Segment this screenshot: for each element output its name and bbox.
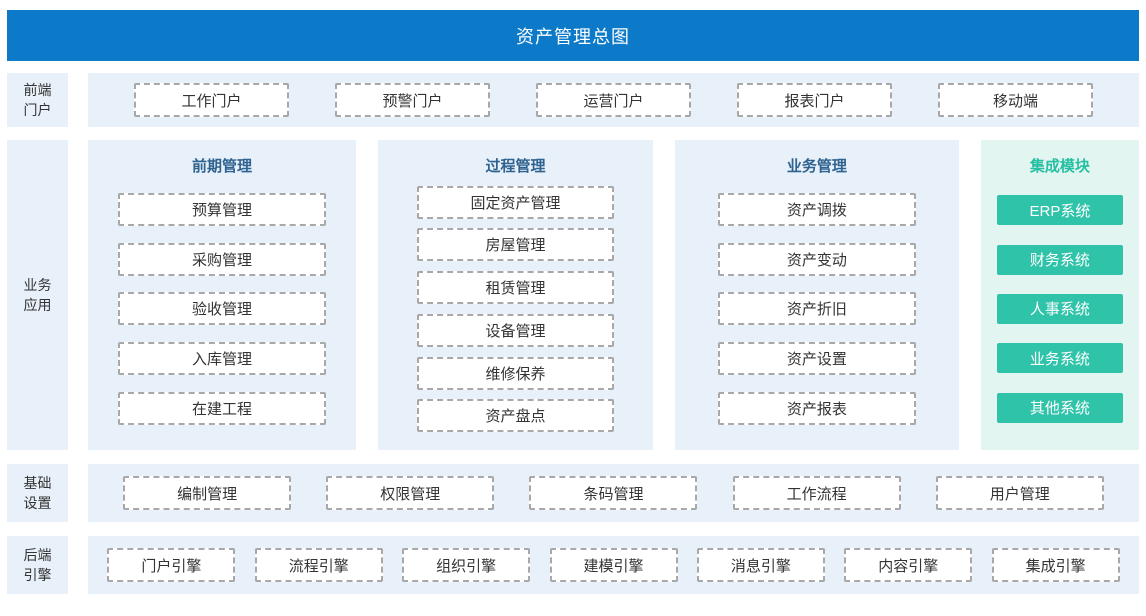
module-box[interactable]: 资产折旧 [717, 292, 916, 326]
business-apps-row-label: 业务应用 [7, 140, 68, 450]
module-box[interactable]: 设备管理 [417, 313, 614, 347]
integration-system-button[interactable]: 业务系统 [996, 343, 1123, 374]
setting-box[interactable]: 条码管理 [529, 476, 698, 510]
module-box[interactable]: 采购管理 [118, 242, 327, 276]
engine-box[interactable]: 门户引擎 [107, 548, 236, 582]
business-apps-columns: 前期管理 预算管理 采购管理 验收管理 入库管理 在建工程 过程管 [88, 140, 1139, 450]
backend-engines-row-label: 后端引擎 [7, 536, 68, 594]
integration-system-button[interactable]: 人事系统 [996, 293, 1123, 324]
setting-box[interactable]: 用户管理 [935, 476, 1104, 510]
column-business-management: 业务管理 资产调拨 资产变动 资产折旧 资产设置 资产报表 [674, 140, 959, 450]
basic-settings-label-text: 基础设置 [23, 474, 52, 511]
setting-box[interactable]: 权限管理 [326, 476, 495, 510]
title-banner: 资产管理总图 [7, 10, 1139, 61]
module-box[interactable]: 资产调拨 [717, 192, 916, 226]
module-box[interactable]: 资产报表 [717, 392, 916, 426]
portal-box[interactable]: 报表门户 [737, 83, 892, 117]
module-box[interactable]: 验收管理 [118, 292, 327, 326]
module-box[interactable]: 维修保养 [417, 356, 614, 390]
frontend-portal-label-text: 前端门户 [23, 81, 52, 118]
setting-box[interactable]: 编制管理 [123, 476, 292, 510]
module-box[interactable]: 租赁管理 [417, 271, 614, 305]
module-box[interactable]: 在建工程 [118, 392, 327, 426]
module-box[interactable]: 资产设置 [717, 342, 916, 376]
basic-settings-row-label: 基础设置 [7, 464, 68, 522]
engine-box[interactable]: 集成引擎 [991, 548, 1120, 582]
backend-engines-label-text: 后端引擎 [23, 546, 52, 583]
module-box[interactable]: 资产变动 [717, 242, 916, 276]
page-title: 资产管理总图 [516, 26, 630, 47]
backend-engines-list: 门户引擎 流程引擎 组织引擎 建模引擎 消息引擎 内容引擎 集成引擎 [88, 536, 1139, 594]
module-box[interactable]: 入库管理 [118, 342, 327, 376]
column-items: 资产调拨 资产变动 资产折旧 资产设置 资产报表 [717, 176, 916, 442]
frontend-portal-row: 前端门户 工作门户 预警门户 运营门户 报表门户 移动端 [7, 73, 1139, 127]
column-header: 业务管理 [786, 158, 847, 175]
engine-box[interactable]: 内容引擎 [844, 548, 973, 582]
backend-engines-row: 后端引擎 门户引擎 流程引擎 组织引擎 建模引擎 消息引擎 内容引擎 集成引擎 [7, 536, 1139, 594]
engine-box[interactable]: 组织引擎 [402, 548, 531, 582]
engine-box[interactable]: 建模引擎 [549, 548, 678, 582]
module-box[interactable]: 固定资产管理 [417, 185, 614, 219]
portal-box[interactable]: 移动端 [938, 83, 1093, 117]
business-apps-label-text: 业务应用 [23, 276, 52, 313]
portal-box[interactable]: 运营门户 [536, 83, 691, 117]
column-items: 预算管理 采购管理 验收管理 入库管理 在建工程 [118, 176, 327, 442]
column-header: 过程管理 [485, 158, 546, 175]
integration-system-button[interactable]: ERP系统 [996, 195, 1123, 226]
column-process-management: 过程管理 固定资产管理 房屋管理 租赁管理 设备管理 维修保养 资产盘点 [378, 140, 653, 450]
module-box[interactable]: 资产盘点 [417, 399, 614, 433]
module-box[interactable]: 房屋管理 [417, 228, 614, 262]
integration-system-button[interactable]: 财务系统 [996, 244, 1123, 275]
module-box[interactable]: 预算管理 [118, 192, 327, 226]
integration-system-button[interactable]: 其他系统 [996, 392, 1123, 423]
column-items: 固定资产管理 房屋管理 租赁管理 设备管理 维修保养 资产盘点 [417, 176, 614, 442]
portal-box[interactable]: 工作门户 [134, 83, 289, 117]
basic-settings-list: 编制管理 权限管理 条码管理 工作流程 用户管理 [88, 464, 1139, 522]
column-header: 集成模块 [1029, 158, 1090, 175]
setting-box[interactable]: 工作流程 [732, 476, 901, 510]
column-items: ERP系统 财务系统 人事系统 业务系统 其他系统 [996, 176, 1123, 442]
basic-settings-row: 基础设置 编制管理 权限管理 条码管理 工作流程 用户管理 [7, 464, 1139, 522]
business-apps-row: 业务应用 前期管理 预算管理 采购管理 验收管理 入库管理 在建工程 [7, 140, 1139, 450]
frontend-portal-row-label: 前端门户 [7, 73, 68, 127]
engine-box[interactable]: 流程引擎 [254, 548, 383, 582]
frontend-portal-list: 工作门户 预警门户 运营门户 报表门户 移动端 [88, 73, 1139, 127]
portal-box[interactable]: 预警门户 [335, 83, 490, 117]
column-header: 前期管理 [192, 158, 253, 175]
column-integration-modules: 集成模块 ERP系统 财务系统 人事系统 业务系统 其他系统 [980, 140, 1139, 450]
column-early-management: 前期管理 预算管理 采购管理 验收管理 入库管理 在建工程 [88, 140, 357, 450]
engine-box[interactable]: 消息引擎 [696, 548, 825, 582]
